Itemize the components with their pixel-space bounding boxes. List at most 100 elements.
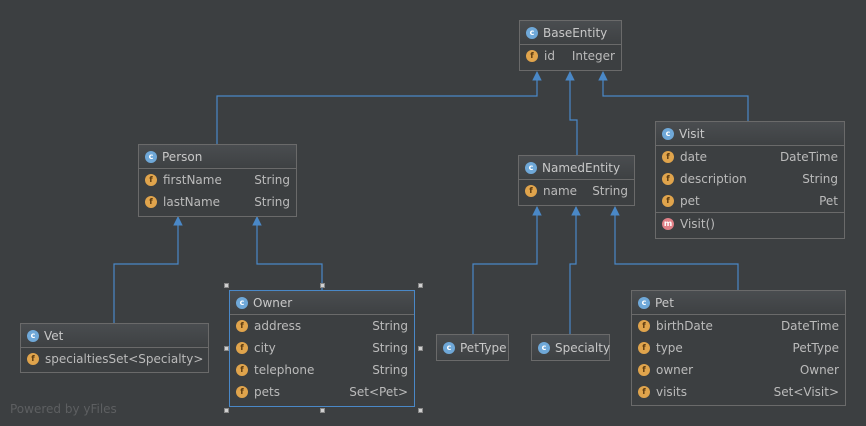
field-name: type <box>656 341 683 355</box>
edge-person-to-baseentity <box>216 71 542 144</box>
field-row[interactable]: f description String <box>656 168 844 190</box>
field-type: String <box>802 172 838 186</box>
field-name: date <box>680 150 708 164</box>
field-type: Pet <box>819 194 838 208</box>
field-type: DateTime <box>779 150 838 164</box>
resize-handle-top-right[interactable] <box>418 283 423 288</box>
field-icon: f <box>662 195 674 207</box>
class-name: Specialty <box>555 340 611 355</box>
class-header: c Person <box>139 145 296 169</box>
field-name: pet <box>680 194 700 208</box>
edge-vet-to-person <box>113 216 183 323</box>
field-icon: f <box>638 342 650 354</box>
class-icon: c <box>538 341 550 354</box>
field-icon: f <box>526 50 538 62</box>
field-row[interactable]: f firstName String <box>139 169 296 191</box>
class-name: Visit <box>679 126 705 141</box>
class-node-pettype[interactable]: c PetType <box>436 334 509 361</box>
field-row[interactable]: f pet Pet <box>656 190 844 212</box>
field-name: pets <box>254 385 280 399</box>
field-name: city <box>254 341 276 355</box>
field-row[interactable]: f pets Set<Pet> <box>230 381 414 403</box>
field-type: Set<Specialty> <box>108 352 204 366</box>
field-type: String <box>254 195 290 209</box>
field-row[interactable]: f visits Set<Visit> <box>632 381 845 403</box>
class-node-pet[interactable]: c Pet f birthDate DateTime f type PetTyp… <box>631 290 846 406</box>
field-row[interactable]: f birthDate DateTime <box>632 315 845 337</box>
edge-owner-to-person <box>252 216 323 290</box>
class-node-person[interactable]: c Person f firstName String f lastName S… <box>138 144 297 217</box>
edge-specialty-to-namedentity <box>569 206 581 334</box>
field-type: Integer <box>571 49 615 63</box>
field-row[interactable]: f owner Owner <box>632 359 845 381</box>
class-header: c NamedEntity <box>519 156 634 180</box>
resize-handle-bottom-center[interactable] <box>320 408 325 413</box>
field-type: String <box>372 319 408 333</box>
method-name: Visit() <box>680 216 715 231</box>
field-icon: f <box>638 386 650 398</box>
field-name: description <box>680 172 747 186</box>
class-node-baseentity[interactable]: c BaseEntity f id Integer <box>519 20 622 71</box>
resize-handle-middle-right[interactable] <box>418 346 423 351</box>
field-icon: f <box>662 151 674 163</box>
field-row[interactable]: f name String <box>519 180 634 202</box>
class-icon: c <box>525 161 537 174</box>
field-name: address <box>254 319 302 333</box>
resize-handle-middle-left[interactable] <box>224 346 229 351</box>
field-type: Set<Visit> <box>773 385 839 399</box>
field-icon: f <box>638 364 650 376</box>
watermark: Powered by yFiles <box>10 402 117 416</box>
class-name: BaseEntity <box>543 25 608 40</box>
class-icon: c <box>638 296 650 309</box>
field-type: PetType <box>792 341 839 355</box>
field-icon: f <box>145 196 157 208</box>
class-header: c Vet <box>21 324 208 348</box>
field-type: String <box>254 173 290 187</box>
field-icon: f <box>236 386 248 398</box>
field-type: Set<Pet> <box>349 385 408 399</box>
class-icon: c <box>145 150 157 163</box>
class-node-specialty[interactable]: c Specialty <box>531 334 610 361</box>
class-name: Vet <box>44 328 64 343</box>
class-name: Pet <box>655 295 674 310</box>
field-row[interactable]: f date DateTime <box>656 146 844 168</box>
field-icon: f <box>236 364 248 376</box>
resize-handle-bottom-left[interactable] <box>224 408 229 413</box>
class-node-namedentity[interactable]: c NamedEntity f name String <box>518 155 635 206</box>
class-icon: c <box>443 341 455 354</box>
field-icon: f <box>236 320 248 332</box>
field-name: telephone <box>254 363 315 377</box>
field-name: id <box>544 49 555 63</box>
class-icon: c <box>27 329 39 342</box>
field-name: birthDate <box>656 319 713 333</box>
field-row[interactable]: f lastName String <box>139 191 296 213</box>
field-row[interactable]: f telephone String <box>230 359 414 381</box>
field-name: owner <box>656 363 694 377</box>
field-row[interactable]: f type PetType <box>632 337 845 359</box>
class-name: NamedEntity <box>542 160 621 175</box>
edge-namedentity-to-baseentity <box>565 71 578 155</box>
resize-handle-bottom-right[interactable] <box>418 408 423 413</box>
class-node-owner[interactable]: c Owner f address String f city String f… <box>229 290 415 407</box>
method-row[interactable]: m Visit() <box>656 212 844 234</box>
field-icon: f <box>525 185 537 197</box>
class-icon: c <box>662 127 674 140</box>
field-row[interactable]: f address String <box>230 315 414 337</box>
class-name: Person <box>162 149 203 164</box>
method-icon: m <box>662 217 674 230</box>
field-icon: f <box>236 342 248 354</box>
edge-visit-to-baseentity <box>598 71 749 121</box>
class-name: PetType <box>460 340 507 355</box>
class-header: c Pet <box>632 291 845 315</box>
field-row[interactable]: f specialties Set<Specialty> <box>21 348 208 370</box>
field-row[interactable]: f city String <box>230 337 414 359</box>
resize-handle-top-left[interactable] <box>224 283 229 288</box>
class-node-visit[interactable]: c Visit f date DateTime f description St… <box>655 121 845 239</box>
class-node-vet[interactable]: c Vet f specialties Set<Specialty> <box>20 323 209 373</box>
resize-handle-top-center[interactable] <box>320 283 325 288</box>
field-row[interactable]: f id Integer <box>520 45 621 67</box>
field-icon: f <box>145 174 157 186</box>
field-name: specialties <box>45 352 109 366</box>
class-icon: c <box>526 26 538 39</box>
